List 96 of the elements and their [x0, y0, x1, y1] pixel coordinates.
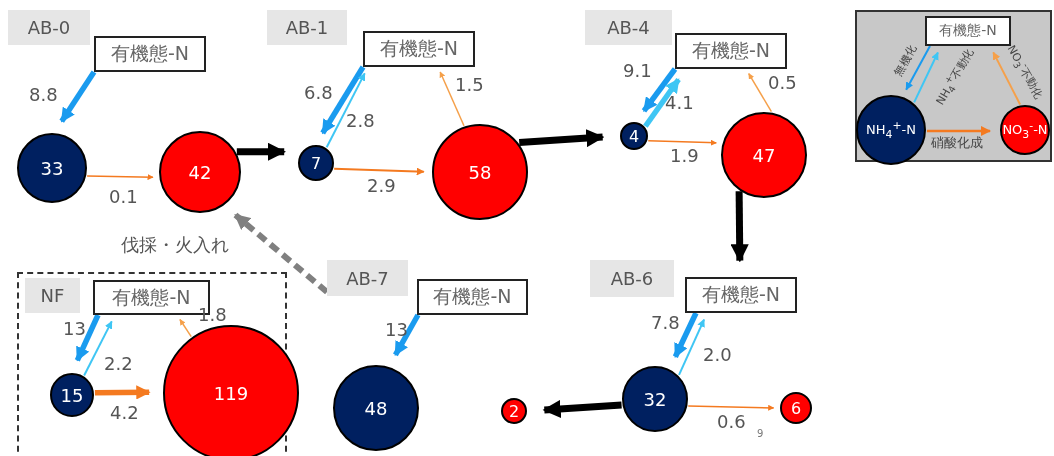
edge-label: 4.2 [109, 404, 140, 422]
pool-name: 有機態-N [433, 284, 512, 309]
arrow [179, 318, 192, 338]
edge-label: 硝酸化成 [930, 136, 984, 149]
organic-n-box [417, 279, 528, 315]
stage-label [327, 260, 408, 296]
arrow [74, 313, 101, 362]
arrow [672, 311, 699, 359]
edge-label: 13 [62, 320, 87, 338]
pool-value: 33 [40, 157, 64, 179]
note-text: 9 [757, 428, 764, 439]
nitrate-circle [501, 398, 527, 424]
key-panel [855, 10, 1052, 162]
arrow [59, 70, 97, 123]
edge-label: 2.8 [345, 112, 376, 130]
edge-label: 伐採・火入れ [120, 236, 230, 254]
arrow [913, 51, 939, 104]
arrow [687, 404, 775, 411]
edge-label: 1.8 [197, 306, 228, 324]
stage-name: AB-6 [610, 268, 654, 289]
organic-n-box [925, 16, 1011, 46]
arrow [678, 318, 706, 376]
pool-name: 有機態-N [939, 22, 997, 40]
arrow [730, 191, 749, 263]
edge-label: 2.9 [366, 177, 397, 195]
arrow [333, 167, 425, 176]
arrow [992, 51, 1022, 106]
stage-label [267, 10, 347, 45]
arrow [439, 71, 465, 127]
ammonium-circle [620, 122, 648, 150]
pool-name: 有機態-N [691, 38, 771, 63]
arrow [325, 72, 366, 149]
edge-label: 無機化 [892, 42, 919, 79]
pool-name: 有機態-N [379, 36, 459, 61]
edge-label: 1.5 [454, 76, 485, 94]
pool-value: 119 [213, 382, 249, 404]
ammonium-circle [856, 95, 926, 165]
pool-value: NH$_{4}$$^{+}$-N [866, 119, 916, 141]
arrow [641, 67, 678, 113]
pool-value: 6 [790, 398, 802, 418]
stage-label [585, 10, 672, 45]
pool-value: 15 [60, 384, 84, 406]
nitrate-circle [780, 392, 812, 424]
ammonium-circle [50, 373, 94, 417]
edge-label: 13 [384, 321, 409, 339]
pool-value: 42 [188, 161, 212, 183]
edge-label: 0.1 [108, 188, 139, 206]
organic-n-box [94, 36, 206, 72]
pool-value: 48 [364, 397, 388, 419]
edge-label: 1.9 [669, 147, 700, 165]
stage-label [8, 10, 90, 45]
organic-n-box [363, 31, 475, 67]
pool-value: 47 [752, 144, 776, 166]
edge-label: 2.0 [702, 346, 733, 364]
arrow [83, 320, 113, 377]
arrow [86, 174, 154, 181]
edge-label: 4.1 [664, 94, 695, 112]
stage-label [590, 260, 674, 297]
stage-name: AB-7 [346, 267, 389, 289]
edge-label: 8.8 [28, 86, 59, 104]
arrow [542, 399, 622, 418]
edge-label: 7.8 [650, 314, 681, 332]
nitrate-circle [1000, 105, 1050, 155]
arrow [647, 139, 717, 146]
arrow [518, 129, 605, 148]
edge-label: 9.1 [622, 62, 653, 80]
dashed-arrow [233, 212, 329, 295]
pool-value: 2 [508, 401, 520, 421]
edge-label: 6.8 [303, 84, 334, 102]
arrow [236, 142, 287, 161]
pool-name: 有機態-N [112, 284, 191, 310]
arrow [393, 313, 421, 357]
pool-value: 32 [643, 388, 667, 410]
arrow [320, 65, 366, 135]
pool-value: NO$_{3}$$^{-}$-N [1002, 119, 1048, 141]
pool-value: 7 [310, 153, 322, 173]
edge-label: 0.5 [767, 74, 798, 92]
ammonium-circle [298, 145, 334, 181]
arrow [927, 126, 991, 136]
stage-name: AB-1 [285, 17, 329, 38]
arrow [643, 77, 681, 128]
pool-name: 有機態-N [701, 282, 781, 307]
arrow [94, 385, 151, 400]
edge-label: 2.2 [103, 355, 134, 373]
pool-name: 有機態-N [110, 41, 190, 66]
organic-n-box [685, 277, 797, 313]
arrow [748, 72, 773, 113]
pool-value: 58 [468, 161, 492, 183]
stage-name: NF [40, 285, 65, 306]
edge-label: 0.6 [716, 413, 747, 431]
pool-value: 4 [628, 126, 640, 146]
stage-name: AB-0 [27, 17, 71, 38]
arrow [905, 45, 931, 91]
stage-name: AB-4 [607, 17, 650, 38]
stage-label [25, 278, 80, 313]
organic-n-box [675, 33, 787, 69]
